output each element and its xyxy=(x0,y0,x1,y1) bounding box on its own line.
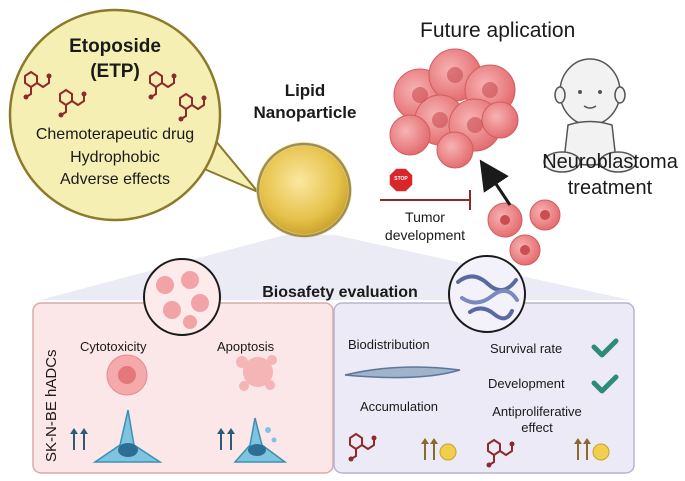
stop-sign-text: STOP xyxy=(394,176,408,182)
neuron-icon xyxy=(233,417,288,463)
baby-icon xyxy=(543,58,637,173)
stop-sign-icon xyxy=(388,167,414,193)
treatment-label-1: Neuroblastoma xyxy=(542,151,678,173)
apoptosis-label: Apoptosis xyxy=(217,339,275,354)
small-tumor-cells-icon xyxy=(487,199,561,266)
antiproliferative-label-2: effect xyxy=(521,420,553,435)
check-icon xyxy=(591,338,619,358)
check-icon xyxy=(591,374,619,394)
cytotoxicity-label: Cytotoxicity xyxy=(80,339,147,354)
development-label: Development xyxy=(488,376,565,391)
nanoparticle-label-2: Nanoparticle xyxy=(253,103,357,122)
antiproliferative-label-1: Antiproliferative xyxy=(492,404,582,419)
nanoparticle-small-icon xyxy=(592,443,610,461)
drug-name: Etoposide xyxy=(69,36,161,57)
drug-bubble xyxy=(8,8,222,222)
future-title: Future aplication xyxy=(420,19,576,42)
growth-arrow xyxy=(479,159,512,206)
nanoparticle-label-1: Lipid xyxy=(284,81,326,100)
cell-culture-icon xyxy=(143,258,221,336)
tumor-label-2: development xyxy=(384,227,466,243)
survival-rate-label: Survival rate xyxy=(490,341,563,356)
accumulation-label: Accumulation xyxy=(360,399,439,414)
treatment-label-2: treatment xyxy=(567,177,653,199)
drug-property-1: Chemoterapeutic drug xyxy=(35,126,195,143)
tumor-cluster-icon xyxy=(389,48,519,169)
cell-lines-label: SK-N-BE hADCs xyxy=(43,349,60,462)
drug-property-3: Adverse effects xyxy=(60,171,170,188)
biosafety-title: Biosafety evaluation xyxy=(262,284,418,301)
drug-property-2: Hydrophobic xyxy=(70,149,160,166)
neuron-icon xyxy=(92,409,163,463)
tumor-label-1: Tumor xyxy=(405,209,445,225)
nanoparticle-small-icon xyxy=(439,443,457,461)
drug-abbreviation: (ETP) xyxy=(90,61,140,82)
zebrafish-icon xyxy=(344,366,461,379)
apoptotic-cell-icon xyxy=(236,355,277,391)
biodistribution-label: Biodistribution xyxy=(348,337,430,352)
